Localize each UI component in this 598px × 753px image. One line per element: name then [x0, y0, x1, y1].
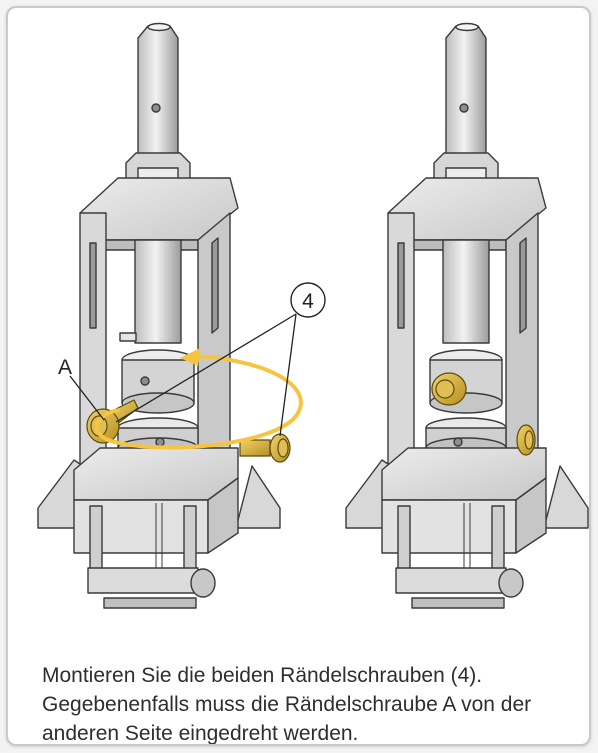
callout-circle [290, 282, 326, 318]
caption-line-2: Gegebenenfalls muss die Rändelschraube A… [42, 693, 532, 716]
rotation-arrow [94, 348, 303, 450]
callout-letter: A [58, 356, 72, 379]
device-left [37, 22, 281, 609]
instruction-caption: Montieren Sie die beiden Rändelschrauben… [42, 661, 589, 745]
callout-number: 4 [302, 290, 314, 313]
device-right [345, 22, 589, 609]
knurled-screw-mounted-side [516, 424, 536, 456]
caption-line-3: anderen Seite eingedreht werden. [42, 722, 359, 745]
caption-line-1: Montieren Sie die beiden Rändelschrauben… [42, 664, 483, 687]
knurled-screw-mounted-front [431, 372, 467, 406]
instruction-card: 4 A [6, 6, 591, 746]
assembly-illustration: 4 A [37, 22, 589, 609]
callout-lines [69, 313, 297, 437]
knurled-screw-4 [239, 433, 291, 463]
